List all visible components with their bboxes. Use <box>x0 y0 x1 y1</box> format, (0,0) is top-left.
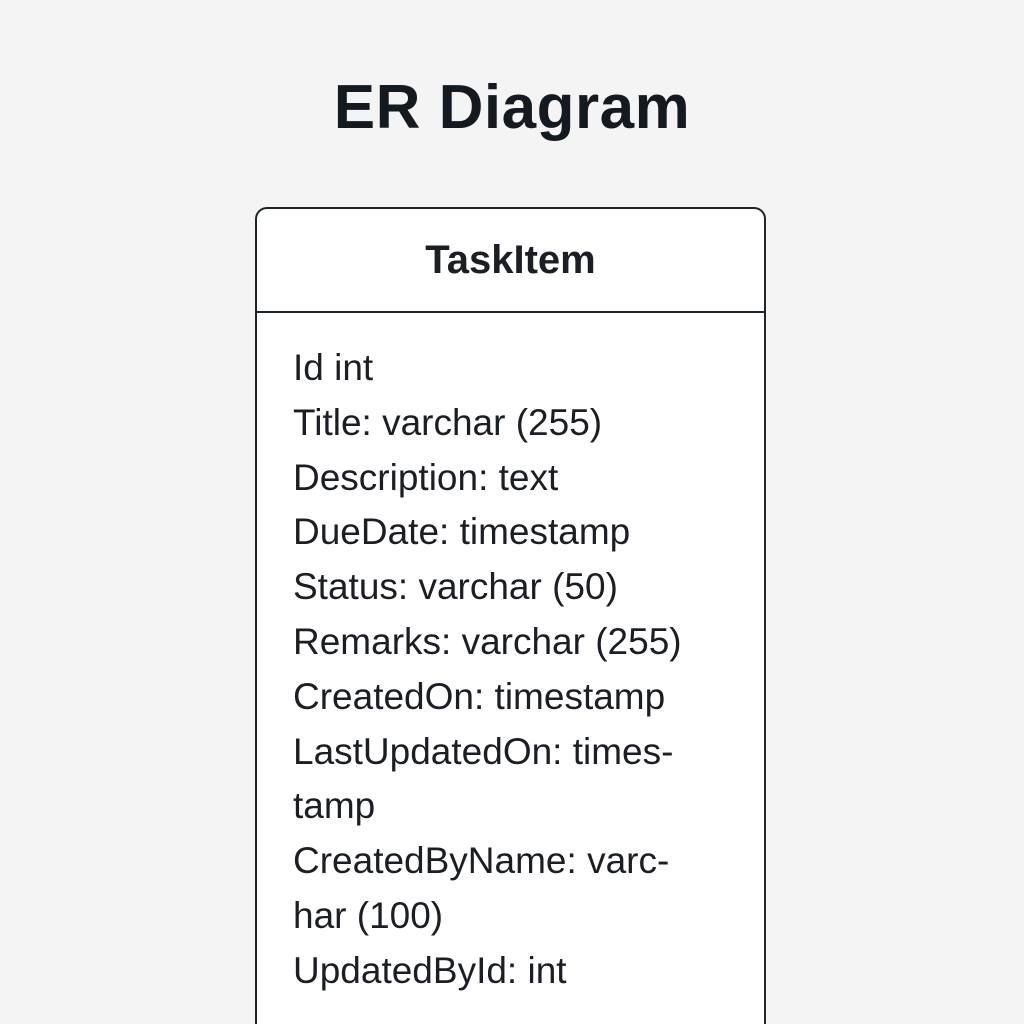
entity-attributes: Id int Title: varchar (255) Description:… <box>257 313 764 999</box>
attribute-line: Title: varchar (255) <box>293 401 603 443</box>
attribute-line: CreatedByName: varc- <box>293 840 670 882</box>
attribute-line: LastUpdatedOn: times- <box>293 730 674 772</box>
attribute-line: har (100) <box>293 894 444 936</box>
entity-box-taskitem: TaskItem Id int Title: varchar (255) Des… <box>255 207 766 1024</box>
attribute-line: Status: varchar (50) <box>293 566 618 608</box>
diagram-title: ER Diagram <box>333 73 691 142</box>
attribute-line: CreatedOn: timestamp <box>293 675 666 717</box>
entity-name: TaskItem <box>257 209 764 313</box>
attribute-line: DueDate: timestamp <box>293 511 631 553</box>
attribute-line: Id int <box>293 347 374 388</box>
attribute-line: Description: text <box>293 456 559 498</box>
attribute-line: UpdatedById: int <box>293 949 567 991</box>
attribute-line: tamp <box>293 785 376 827</box>
attribute-line: Remarks: varchar (255) <box>293 620 682 662</box>
